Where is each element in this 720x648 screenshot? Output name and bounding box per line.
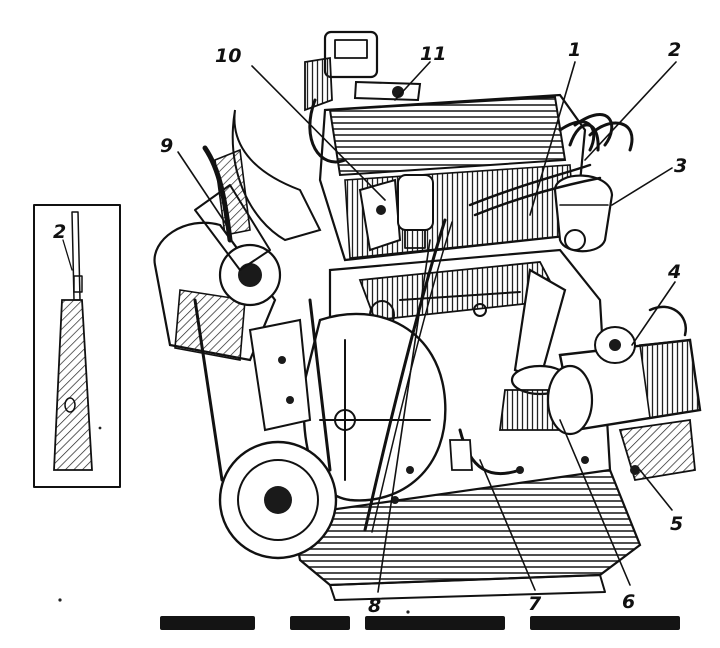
caption-blot: [290, 616, 350, 630]
leader-lines: [177, 61, 677, 593]
callout-8: 8: [368, 595, 381, 617]
callout-7: 7: [528, 593, 542, 615]
callout-5: 5: [670, 513, 683, 535]
inset-dipstick-panel: 2: [33, 204, 121, 488]
callout-2: 2: [668, 39, 681, 61]
callout-10: 10: [215, 45, 241, 67]
caption-blot: [160, 616, 255, 630]
callout-11: 11: [420, 43, 446, 65]
caption-blot: [530, 616, 680, 630]
callout-numbers: 1 2 3 4 5 6 7 8 9 10 11: [160, 39, 687, 617]
callout-4: 4: [667, 261, 681, 283]
figure-caption-illegible: [150, 612, 710, 642]
speck: [58, 598, 62, 602]
callout-9: 9: [160, 135, 173, 157]
speck: [98, 426, 102, 430]
callout-1: 1: [568, 39, 581, 61]
speck: [406, 610, 410, 614]
inset-label-2: 2: [53, 221, 66, 243]
engine-body: [153, 30, 702, 601]
callout-6: 6: [622, 591, 635, 613]
callout-3: 3: [674, 155, 687, 177]
caption-blot: [365, 616, 505, 630]
